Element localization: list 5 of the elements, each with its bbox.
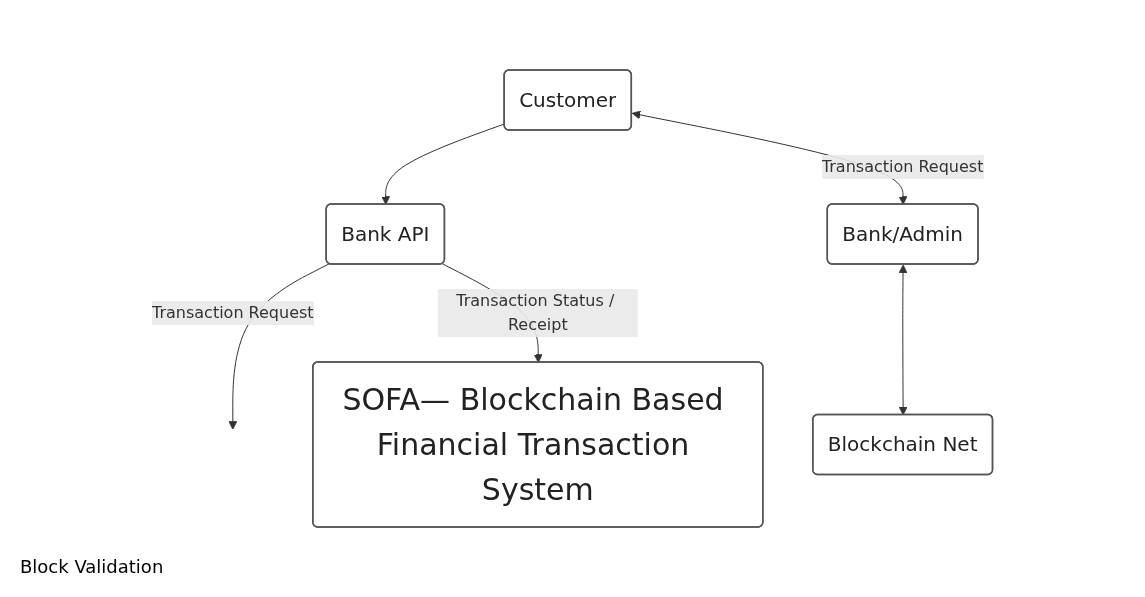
note-text: Block Validation: [20, 556, 164, 577]
edge-label: Transaction Status / Receipt: [456, 290, 615, 334]
edge-label: Transaction Request: [822, 157, 984, 176]
edge-label: Transaction Request: [152, 302, 314, 322]
arrow: [898, 264, 908, 416]
